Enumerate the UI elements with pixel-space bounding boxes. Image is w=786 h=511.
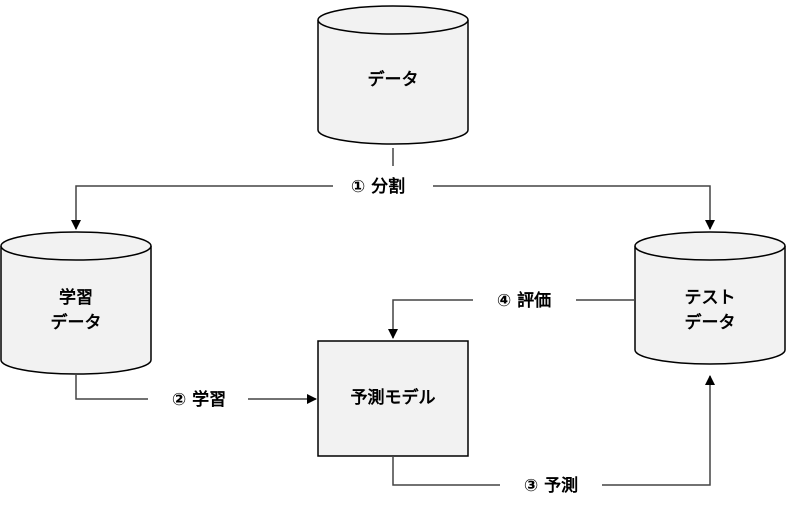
prediction-model-box: 予測モデル [317,340,469,457]
split-edge: ① 分割 [71,148,715,230]
test-data-label-line2: データ [685,312,736,333]
predict-edge: ③ 予測 [392,375,715,496]
test-data-cylinder: テスト データ [634,231,786,365]
prediction-model-label: 予測モデル [351,387,436,408]
training-data-label-line1: 学習 [59,287,93,308]
training-data-label-line2: データ [51,312,102,333]
split-edge-label: ① 分割 [351,176,405,197]
predict-edge-label: ③ 予測 [524,475,578,496]
data-label: データ [368,69,419,90]
learn-edge-label: ② 学習 [172,389,226,410]
training-data-cylinder: 学習 データ [0,231,152,375]
evaluate-edge: ④ 評価 [388,290,635,339]
test-data-label-line1: テスト [685,288,736,308]
evaluate-edge-label: ④ 評価 [497,290,551,311]
data-cylinder: データ [317,5,469,145]
learn-edge: ② 学習 [75,374,317,410]
